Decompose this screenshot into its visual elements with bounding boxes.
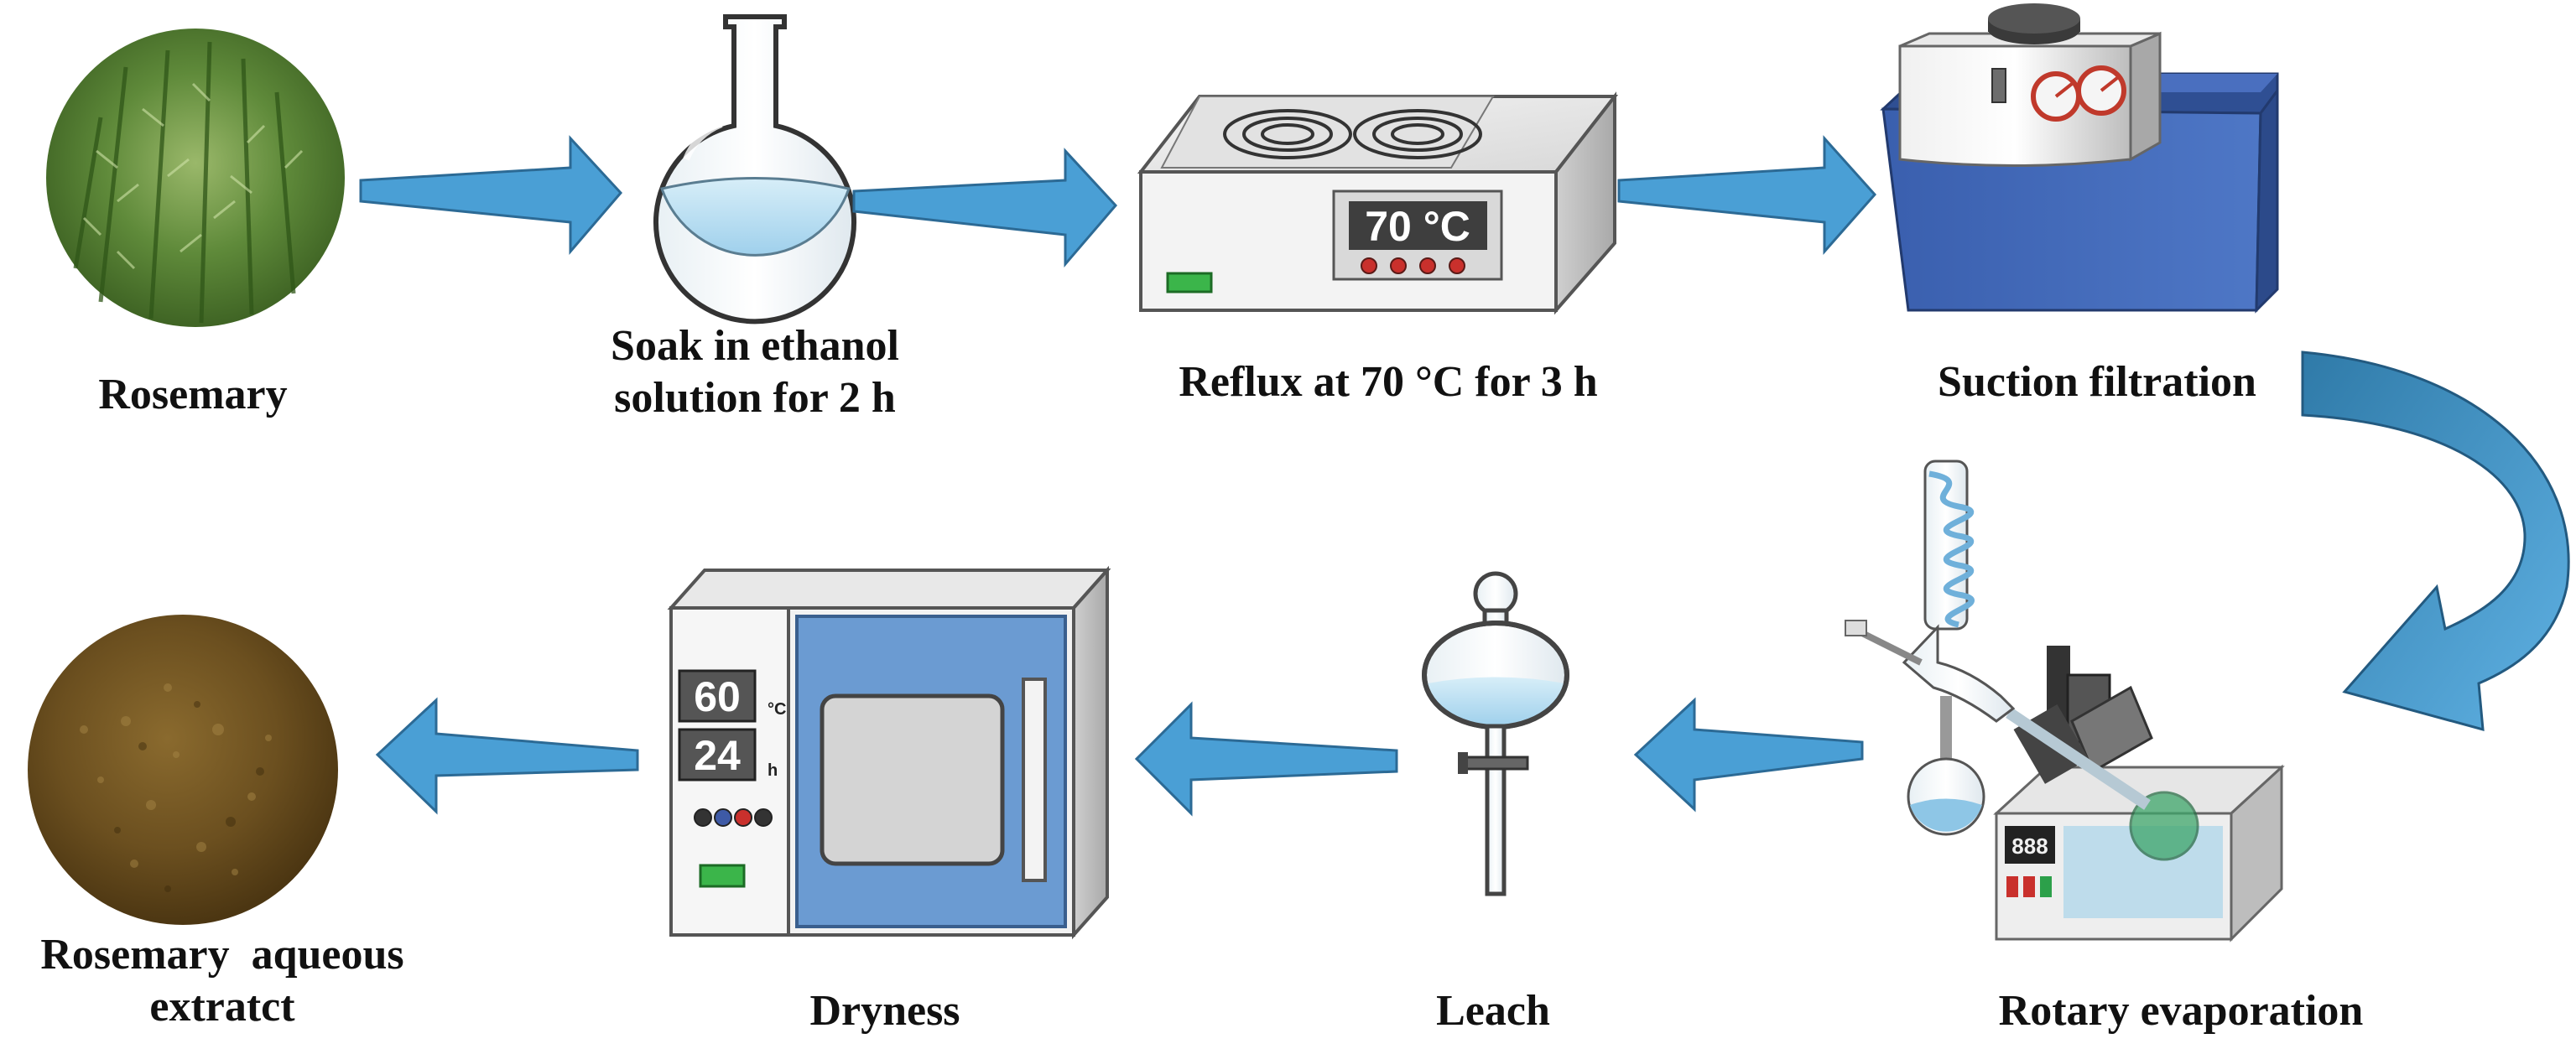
label-rotary: Rotary evaporation <box>1998 987 2364 1035</box>
separatory-funnel-icon <box>1422 571 1569 896</box>
oven-temp-value: 60 <box>694 673 741 720</box>
reflux-display: 70 °C <box>1365 203 1470 250</box>
arrow-rosemary-to-soak <box>359 135 623 256</box>
rosemary-image <box>46 29 345 327</box>
oven-temp-unit: °C <box>768 700 786 719</box>
extract-powder-image <box>28 615 338 925</box>
label-reflux: Reflux at 70 °C for 3 h <box>1179 358 1598 406</box>
label-suction: Suction filtration <box>1938 358 2256 406</box>
label-rosemary: Rosemary <box>98 371 288 418</box>
label-extract-line-2: extratct <box>149 983 295 1031</box>
arrow-suction-to-rotary <box>2301 351 2570 732</box>
flow-arrows <box>359 135 1877 817</box>
arrow-reflux-to-suction <box>1617 135 1877 255</box>
label-soak-line-1: Soak in ethanol <box>611 322 899 370</box>
label-dryness: Dryness <box>809 987 960 1035</box>
arrow-soak-to-reflux <box>852 148 1118 268</box>
label-leach: Leach <box>1436 987 1550 1035</box>
flask-icon <box>653 14 856 325</box>
vacuum-pump-icon <box>1880 3 2279 314</box>
heating-plate-icon: 70 °C <box>1137 91 1619 315</box>
arrow-dryness-to-extract <box>375 697 639 815</box>
arrow-leach-to-dryness <box>1134 701 1398 817</box>
oven-time-value: 24 <box>694 732 741 779</box>
label-soak: Soak in ethanol solution for 2 h <box>549 320 960 424</box>
rotary-evaporator-icon: 888 <box>1845 460 2285 943</box>
drying-oven-icon: 60 °C 24 h <box>667 565 1111 940</box>
bath-display: 888 <box>2011 833 2048 859</box>
oven-time-unit: h <box>768 761 778 780</box>
label-soak-line-2: solution for 2 h <box>614 374 896 422</box>
label-extract: Rosemary aqueous extratct <box>0 929 445 1033</box>
label-extract-line-1: Rosemary aqueous <box>40 931 404 979</box>
arrow-rotary-to-leach <box>1633 697 1864 813</box>
power-indicator-icon <box>1166 272 1213 293</box>
